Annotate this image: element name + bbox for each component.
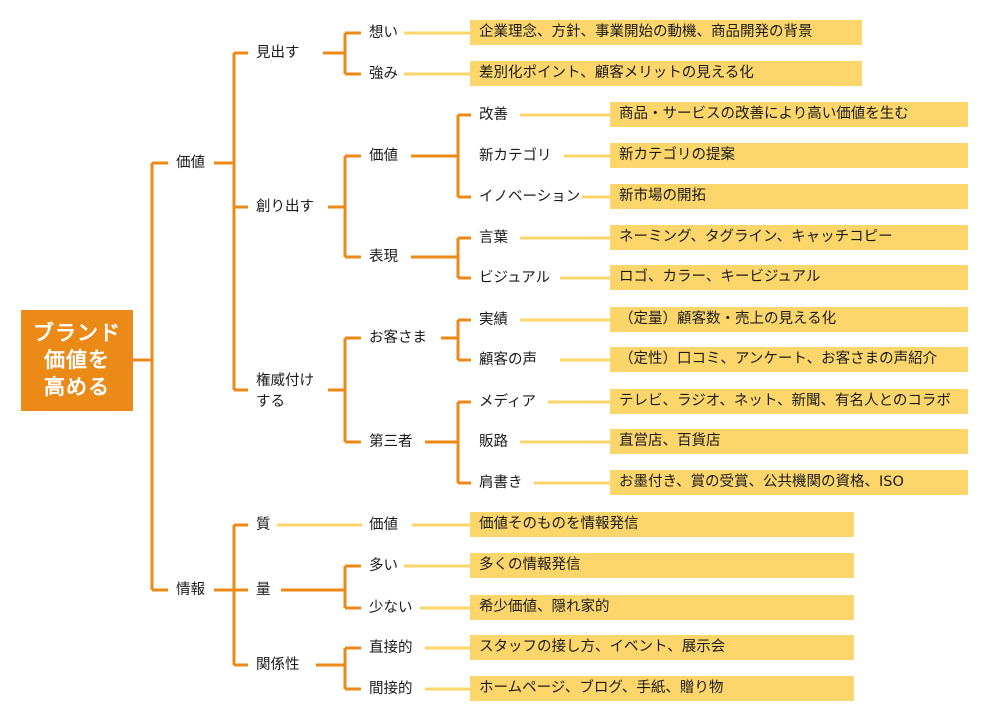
root-line-1: ブランド	[33, 321, 121, 345]
leaf-shin-category: 新カテゴリの提案	[610, 143, 968, 168]
root-line-2: 価値を	[44, 348, 110, 372]
node-media: メディア	[479, 394, 536, 410]
leaf-innovation: 新市場の開拓	[610, 184, 968, 209]
node-keni-line-2: する	[256, 394, 285, 410]
node-hyougen: 表現	[369, 249, 398, 265]
node-katagaki: 肩書き	[479, 475, 523, 491]
node-innovation: イノベーション	[479, 189, 581, 205]
node-kansetsu: 間接的	[369, 681, 413, 697]
node-value: 価値	[176, 155, 205, 171]
node-omoi: 想い	[369, 25, 398, 41]
node-okyaku: お客さま	[369, 330, 427, 346]
node-kachi: 価値	[369, 148, 398, 164]
node-daisansha: 第三者	[369, 434, 413, 450]
root-line-3: 高める	[44, 375, 110, 399]
leaf-kotoba: ネーミング、タグライン、キャッチコピー	[610, 225, 968, 250]
node-jisseki: 実績	[479, 312, 508, 328]
node-koe: 顧客の声	[479, 352, 537, 368]
node-ooi: 多い	[369, 558, 398, 574]
leaf-jisseki: （定量）顧客数・売上の見える化	[610, 307, 968, 332]
node-keni-line-1: 権威付け	[256, 373, 314, 389]
leaf-sukunai: 希少価値、隠れ家的	[470, 595, 854, 620]
leaf-tsuyomi: 差別化ポイント、顧客メリットの見える化	[470, 61, 862, 86]
node-sukunai: 少ない	[369, 600, 413, 616]
node-miidasu: 見出す	[256, 45, 300, 61]
leaf-kaizen: 商品・サービスの改善により高い価値を生む	[610, 102, 968, 127]
leaf-omoi: 企業理念、方針、事業開始の動機、商品開発の背景	[470, 20, 862, 45]
leaf-hanro: 直営店、百貨店	[610, 429, 968, 454]
leaf-koe: （定性）口コミ、アンケート、お客さまの声紹介	[610, 347, 968, 372]
node-chokusetsu: 直接的	[369, 640, 413, 656]
root-node: ブランド 価値を 高める	[21, 310, 133, 411]
leaf-ooi: 多くの情報発信	[470, 553, 854, 578]
node-shitsu: 質	[256, 517, 271, 533]
node-kaizen: 改善	[479, 107, 508, 123]
node-info: 情報	[176, 582, 205, 598]
leaf-media: テレビ、ラジオ、ネット、新聞、有名人とのコラボ	[610, 389, 968, 414]
node-tsuyomi: 強み	[369, 66, 398, 82]
node-kotoba: 言葉	[479, 230, 508, 246]
node-kachi2: 価値	[369, 517, 398, 533]
leaf-visual: ロゴ、カラー、キービジュアル	[610, 265, 968, 290]
leaf-chokusetsu: スタッフの接し方、イベント、展示会	[470, 635, 854, 660]
node-tsukuridasu: 創り出す	[256, 199, 314, 215]
node-ryou: 量	[256, 582, 271, 598]
node-visual: ビジュアル	[479, 270, 551, 286]
leaf-kansetsu: ホームページ、ブログ、手紙、贈り物	[470, 676, 854, 701]
leaf-katagaki: お墨付き、賞の受賞、公共機関の資格、ISO	[610, 470, 968, 495]
node-hanro: 販路	[479, 434, 508, 450]
node-kankei: 関係性	[256, 657, 300, 673]
node-shin-category: 新カテゴリ	[479, 148, 552, 164]
leaf-kachi2: 価値そのものを情報発信	[470, 512, 854, 537]
